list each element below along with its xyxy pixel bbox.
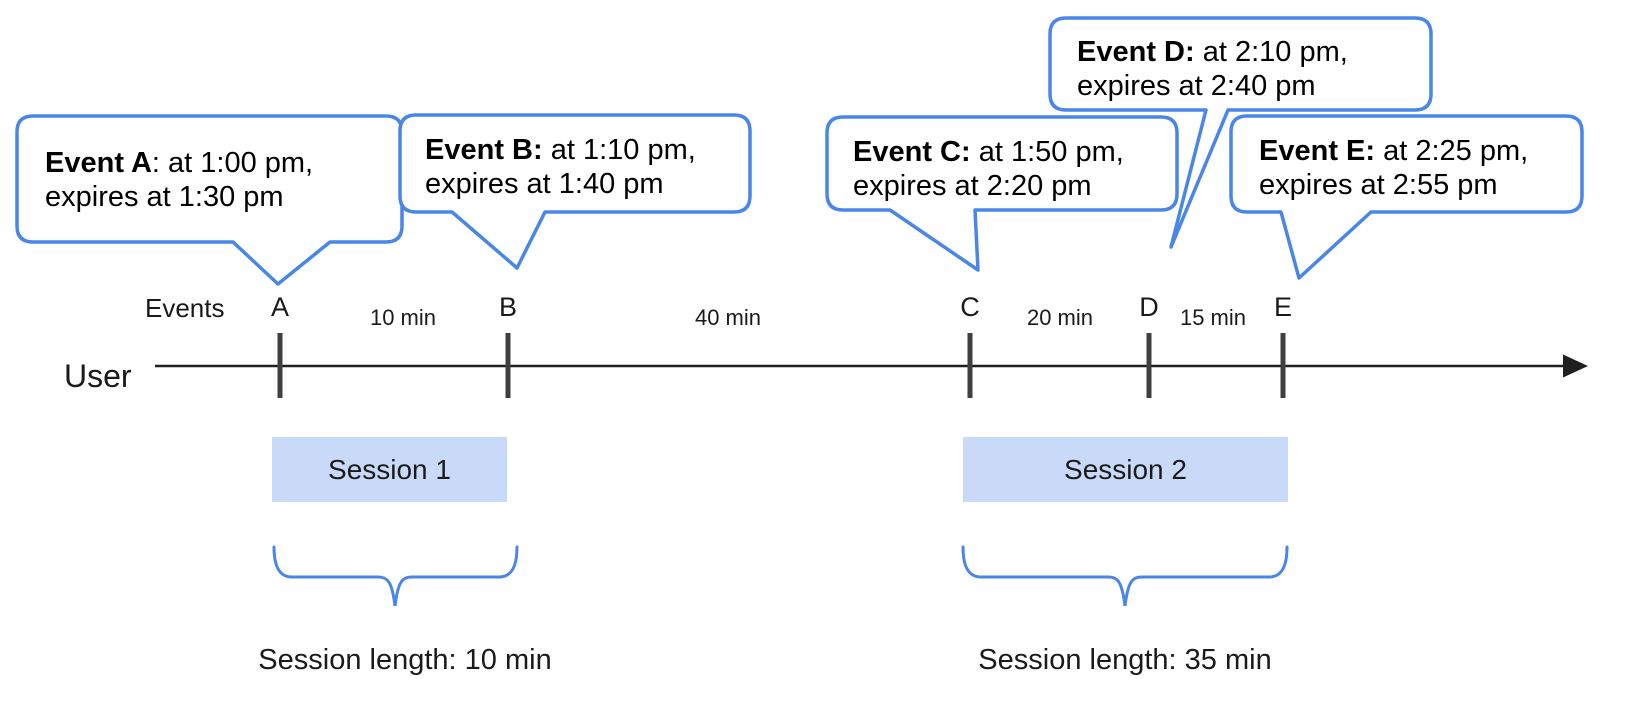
session-1-brace: [272, 545, 519, 607]
tick-label-a: A: [270, 292, 290, 322]
callout-c-title: Event C:: [853, 136, 971, 168]
interval-label-de: 15 min: [1179, 305, 1247, 330]
callout-a-line1: Event A: at 1:00 pm,: [45, 147, 314, 179]
callout-bubble-d: [1048, 16, 1433, 249]
session-1-length-label: Session length: 10 min: [258, 644, 552, 676]
interval-label-bc: 40 min: [694, 305, 762, 330]
callout-bubble-c: [825, 115, 1179, 272]
interval-label-cd: 20 min: [1026, 305, 1094, 330]
callout-b-text: Event B: at 1:10 pm, expires at 1:40 pm: [425, 133, 696, 201]
session-2-length-label: Session length: 35 min: [978, 644, 1272, 676]
tick-label-c: C: [960, 292, 980, 322]
callout-a-line2: expires at 1:30 pm: [45, 181, 284, 213]
callout-b-line1: Event B: at 1:10 pm,: [425, 134, 696, 166]
callout-d-line1: Event D: at 2:10 pm,: [1077, 36, 1348, 68]
callout-a-text: Event A: at 1:00 pm, expires at 1:30 pm: [45, 146, 313, 214]
session-2-box: Session 2: [963, 437, 1288, 502]
callout-e-text: Event E: at 2:25 pm, expires at 2:55 pm: [1259, 134, 1528, 202]
callout-c-line2: expires at 2:20 pm: [853, 170, 1092, 202]
callout-d-line2: expires at 2:40 pm: [1077, 70, 1316, 102]
tick-label-b: B: [498, 292, 518, 322]
timeline-arrowhead-icon: [1563, 354, 1588, 378]
interval-label-ab: 10 min: [369, 305, 437, 330]
callout-bubble-b: [398, 113, 752, 270]
session-1-box: Session 1: [272, 437, 507, 502]
callout-c-text: Event C: at 1:50 pm, expires at 2:20 pm: [853, 135, 1124, 203]
tick-label-e: E: [1273, 292, 1293, 322]
callout-c-line1: Event C: at 1:50 pm,: [853, 136, 1124, 168]
callout-b-title: Event B:: [425, 134, 543, 166]
callout-bubble-e: [1229, 114, 1584, 280]
callout-b-line2: expires at 1:40 pm: [425, 168, 664, 200]
callout-e-title: Event E:: [1259, 135, 1376, 167]
callout-a-title: Event A: [45, 147, 152, 179]
callout-d-title: Event D:: [1077, 36, 1195, 68]
session-2-brace: [961, 545, 1289, 607]
events-row-label: Events: [145, 293, 225, 323]
callout-d-text: Event D: at 2:10 pm, expires at 2:40 pm: [1077, 35, 1348, 103]
user-row-label: User: [64, 358, 132, 394]
callout-e-line1: Event E: at 2:25 pm,: [1259, 135, 1529, 167]
callout-e-line2: expires at 2:55 pm: [1259, 169, 1498, 201]
tick-label-d: D: [1139, 292, 1159, 322]
